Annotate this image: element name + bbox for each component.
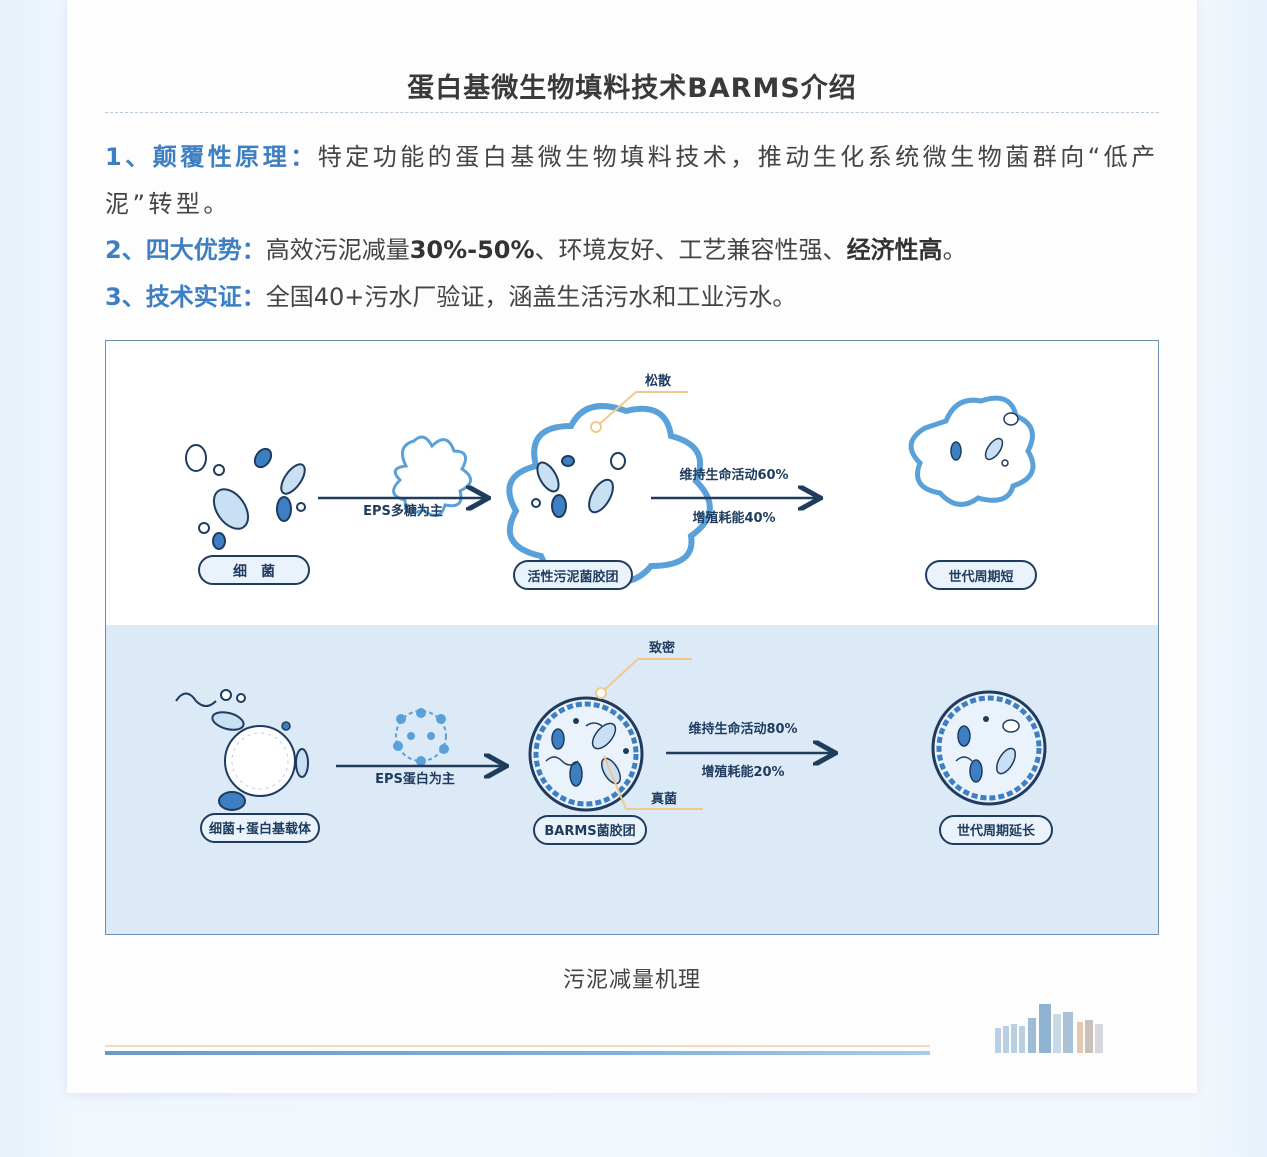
bacteria-label-box [198,555,310,585]
dense-floc-icon [931,690,1047,806]
floc-label-box [513,560,633,590]
loose-label: 松散 [645,373,672,389]
dense-label: 致密 [649,640,675,656]
bacteria-label: 细 菌 [233,563,275,580]
point-3-lead: 3、技术实证： [105,283,266,311]
eps-polysaccharide-icon [392,435,472,517]
bacteria-icon [185,444,306,550]
mechanism-diagram: 细 菌 EPS多糖为主 松散 活性污泥菌胶团 [106,341,1158,934]
point-3: 3、技术实证：全国40+污水厂验证，涵盖生活污水和工业污水。 [105,274,1159,321]
bottom-carrier-label: 细菌+蛋白基载体 [209,821,312,837]
fungi-label: 真菌 [651,791,677,807]
page-title: 蛋白基微生物填料技术BARMS介绍 [407,73,857,104]
bottom-maintain-label: 维持生命活动80% [688,721,797,737]
fungi-callout-line [603,755,703,810]
top-maintain-label: 维持生命活动60% [679,467,788,483]
short-generation-label-box [925,560,1037,590]
title-divider [105,112,1159,113]
point-2: 2、四大优势：高效污泥减量30%-50%、环境友好、工艺兼容性强、经济性高。 [105,227,1159,274]
eps-protein-icon [393,708,449,766]
barms-floc-icon [528,696,644,812]
point-2-text-a: 高效污泥减量 [265,236,410,264]
point-2-emphasis-a: 30%-50% [409,236,535,264]
point-2-text-c: 。 [942,236,967,264]
point-1: 1、颠覆性原理：特定功能的蛋白基微生物填料技术，推动生化系统微生物菌群向“低产泥… [105,134,1159,228]
point-3-text: 全国40+污水厂验证，涵盖生活污水和工业污水。 [265,283,797,311]
protein-carrier-icon [175,689,309,811]
loose-callout-dot [590,421,602,433]
carrier-label-box [200,813,320,843]
loose-callout-line [595,391,688,428]
point-1-lead: 1、颠覆性原理： [105,143,318,171]
point-2-emphasis-b: 经济性高 [846,236,943,264]
bottom-floc-label: BARMS菌胶团 [544,823,635,839]
point-2-text-b: 、环境友好、工艺兼容性强、 [534,236,847,264]
top-growth-label: 增殖耗能40% [692,510,775,526]
bottom-growth-label: 增殖耗能20% [701,764,784,780]
bottom-generation-label: 世代周期延长 [957,823,1036,839]
figure-caption: 污泥减量机理 [562,968,701,993]
content-card: 蛋白基微生物填料技术BARMS介绍 1、颠覆性原理：特定功能的蛋白基微生物填料技… [67,0,1197,1093]
city-skyline-icon [995,1004,1103,1053]
mechanism-figure: 细 菌 EPS多糖为主 松散 活性污泥菌胶团 [105,340,1159,935]
dense-callout-line [600,658,692,694]
dense-callout-dot [595,687,607,699]
footer-divider [105,1045,930,1057]
top-generation-label: 世代周期短 [948,569,1013,585]
bottom-eps-label: EPS蛋白为主 [375,771,455,787]
extended-generation-label-box [939,815,1053,845]
top-floc-label: 活性污泥菌胶团 [527,569,618,585]
point-2-lead: 2、四大优势： [105,236,266,264]
point-1-text: 特定功能的蛋白基微生物填料技术，推动生化系统微生物菌群向“低产泥”转型。 [105,143,1159,218]
top-eps-label: EPS多糖为主 [363,503,443,519]
barms-label-box [533,815,647,845]
small-floc-icon [908,395,1036,507]
activated-sludge-floc-icon [506,403,713,585]
